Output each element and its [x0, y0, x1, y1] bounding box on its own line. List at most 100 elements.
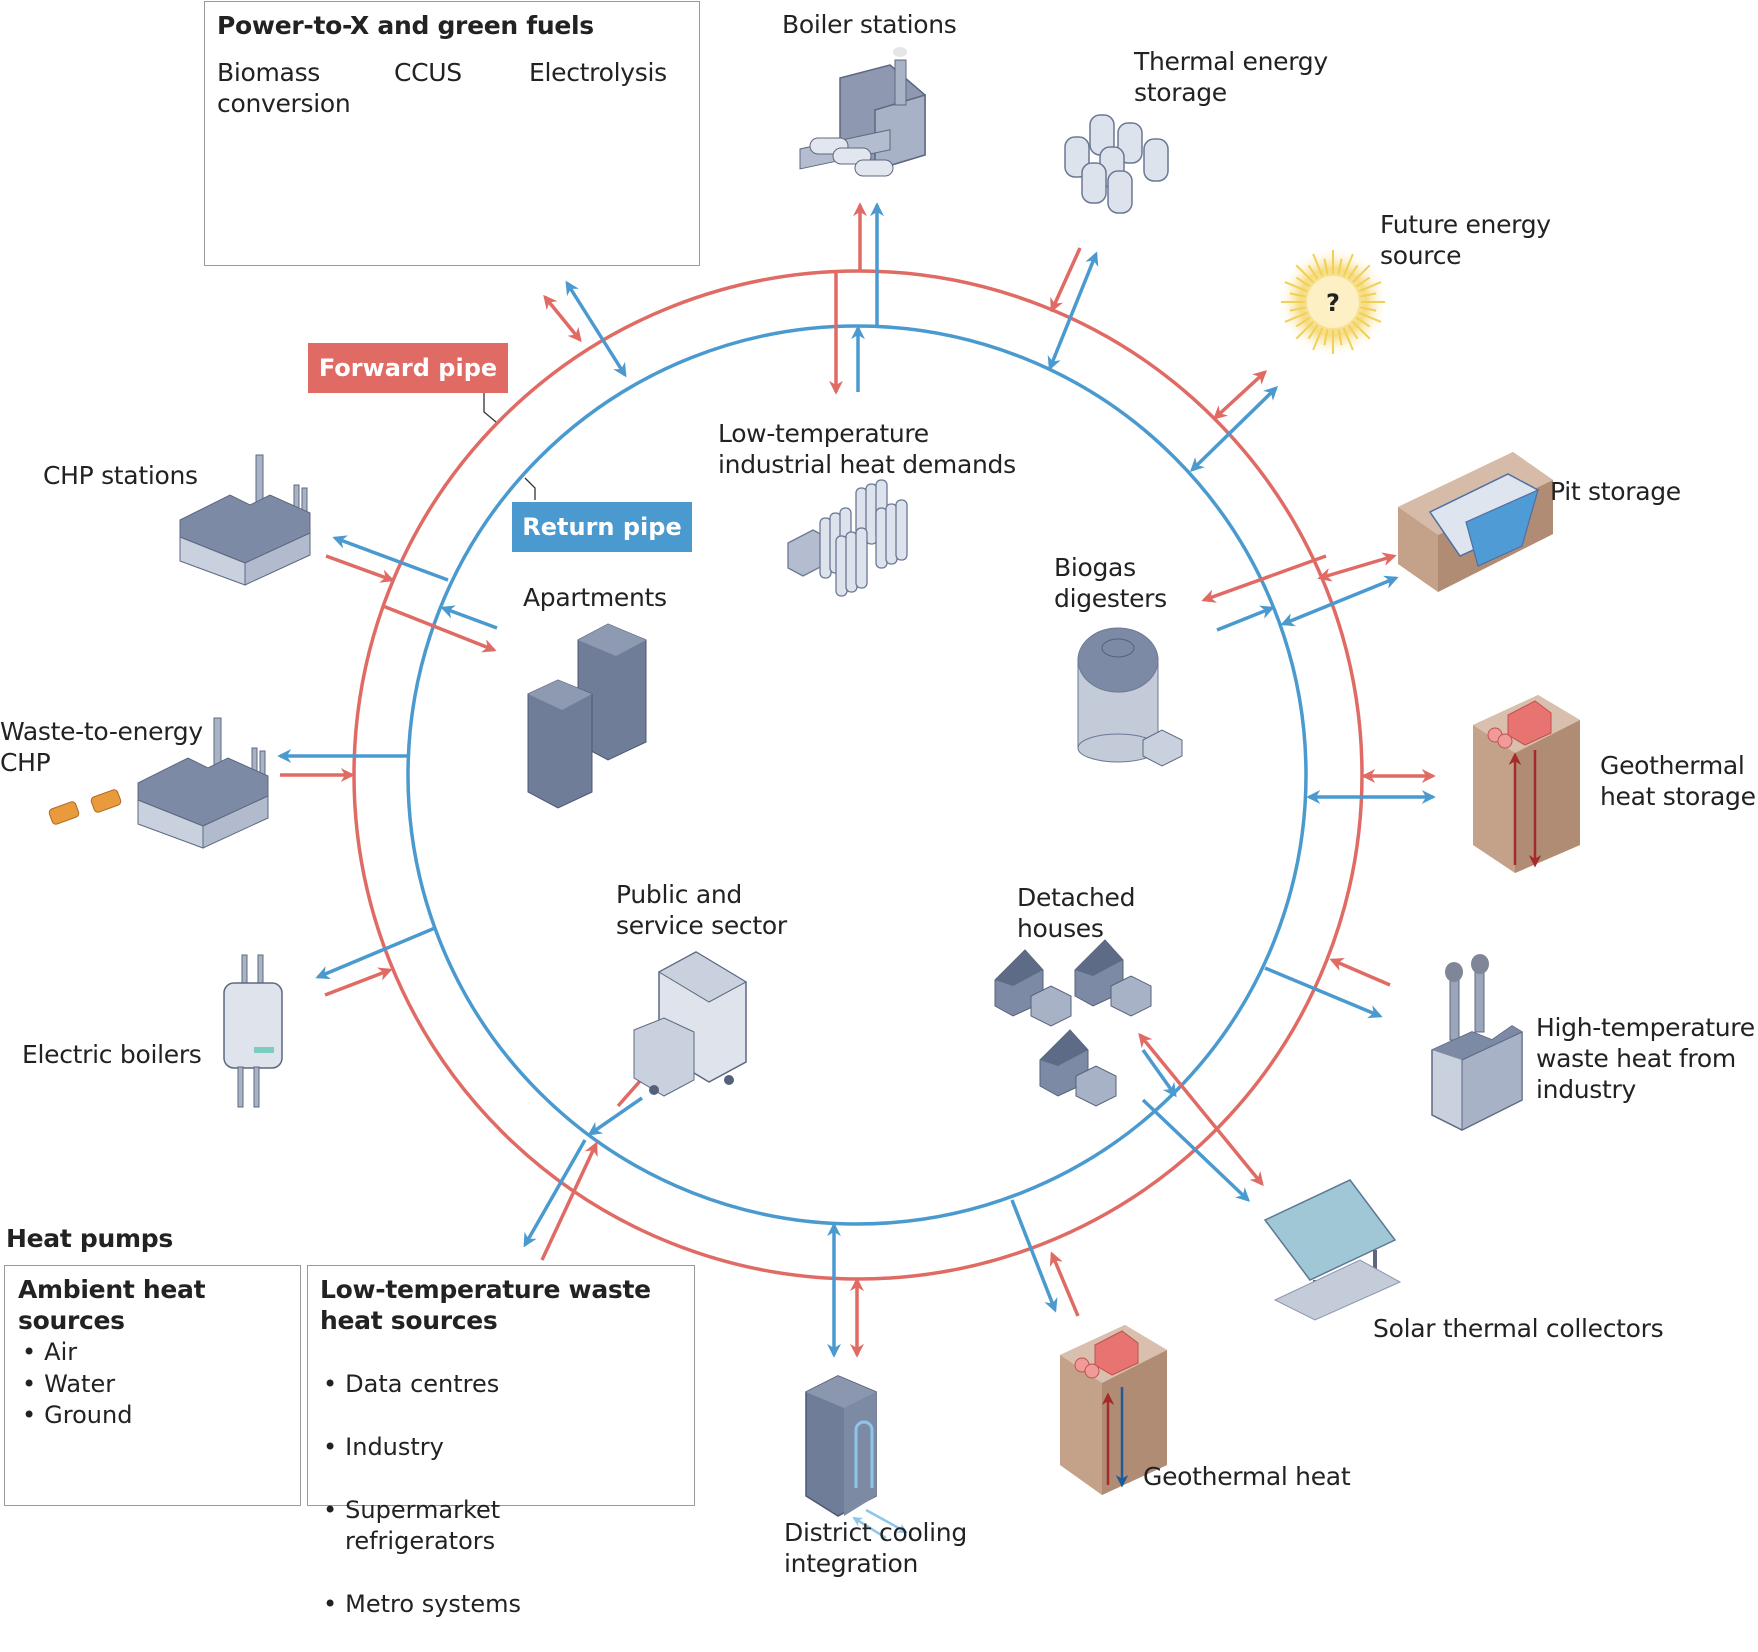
geothermal-well-icon [1060, 1325, 1167, 1495]
flow-arrow-tes-return [1047, 251, 1099, 371]
public-building-icon [633, 951, 748, 1097]
flow-arrow-electric-return [315, 926, 436, 980]
flow-arrow-biogas-return [1216, 605, 1275, 632]
sun-ray [1358, 311, 1382, 323]
sun-ray [1284, 311, 1308, 323]
flow-arrow-solar-return [1141, 1098, 1251, 1202]
sun-ray [1337, 258, 1343, 275]
flow-arrow-pit-return [1280, 575, 1399, 627]
flow-arrow-ptx-forward [543, 294, 582, 343]
label-boiler-stations: Boiler stations [782, 10, 957, 39]
future-source-glyph: ? [1326, 289, 1340, 317]
label-high-temp-waste-heat: High-temperature waste heat from industr… [1536, 1013, 1755, 1104]
boiler-station-icon [799, 47, 926, 177]
return-pipe-leader [524, 477, 536, 500]
forward-pipe-label: Forward pipe [308, 343, 508, 393]
list-item: Ground [22, 1400, 132, 1432]
house-icon [1039, 1029, 1117, 1107]
label-electric-boilers: Electric boilers [22, 1040, 202, 1069]
sun-ray [1312, 327, 1324, 351]
label-biogas-digesters: Biogas digesters [1054, 553, 1167, 613]
list-item: Metro systems [323, 1589, 521, 1621]
sun-ray [1312, 253, 1324, 277]
power-to-x-title: Power-to-X and green fuels [217, 11, 594, 40]
sun-ray [1337, 329, 1343, 346]
pit-storage-icon [1398, 452, 1553, 592]
flow-arrow-apartments-return [440, 605, 498, 630]
sun-ray [1360, 306, 1377, 312]
storage-tanks-icon [1064, 114, 1169, 214]
label-public-service-sector: Public and service sector [616, 880, 787, 940]
electric-boiler-icon [223, 954, 283, 1108]
label-apartments: Apartments [523, 583, 667, 612]
sun-ray [1360, 292, 1377, 298]
label-low-temp-industrial: Low-temperature industrial heat demands [718, 419, 1016, 479]
flow-arrow-pit-forward [1317, 552, 1397, 582]
sun-ray [1352, 264, 1371, 283]
cooling-tower-building-icon [805, 1375, 908, 1540]
flow-arrow-ht-waste-forward [1329, 958, 1391, 987]
house-icon [994, 949, 1072, 1027]
label-thermal-energy-storage: Thermal energy storage [1134, 47, 1328, 107]
flow-arrow-future-return [1189, 386, 1279, 472]
sun-ray [1307, 324, 1319, 340]
chp-plant-icon [179, 454, 311, 586]
forward-pipe-leader [483, 393, 497, 423]
label-detached-houses: Detached houses [1017, 883, 1136, 943]
flow-arrow-public-return [587, 1096, 643, 1136]
label-pit-storage: Pit storage [1550, 477, 1681, 506]
label-waste-to-energy-chp: Waste-to-energy CHP [0, 717, 203, 777]
sun-ray [1355, 316, 1371, 328]
flow-arrow-ptx-return [565, 280, 627, 378]
flow-arrow-hp-forward [540, 1141, 598, 1261]
sun-ray [1307, 264, 1319, 280]
heat-pumps-title: Heat pumps [6, 1224, 173, 1253]
apartment-blocks-icon [527, 623, 647, 809]
waste-heat-list: Data centres Industry Supermarket refrig… [323, 1337, 521, 1652]
sun-ray [1355, 276, 1371, 288]
power-to-x-panel [204, 1, 700, 266]
solar-collector-icon [1263, 1179, 1402, 1321]
waste-to-energy-plant-icon [137, 717, 269, 849]
label-district-cooling: District cooling integration [784, 1518, 967, 1578]
ptx-biomass-label: Biomass conversion [217, 58, 351, 118]
sun-ray [1347, 264, 1359, 280]
flow-arrow-houses-solar-forward [1138, 1032, 1264, 1187]
list-item: Supermarket refrigerators [323, 1495, 521, 1558]
sun-ray [1295, 321, 1314, 340]
factory-icon [1431, 954, 1523, 1131]
sun-ray [1289, 306, 1306, 312]
sun-ray [1347, 324, 1359, 340]
flow-arrow-hp-return [523, 1139, 587, 1248]
ptx-electrolysis-label: Electrolysis [529, 58, 667, 87]
list-item: Water [22, 1369, 132, 1401]
flow-arrow-houses-return [1141, 1048, 1177, 1098]
flow-arrow-biogas-forward [1201, 554, 1327, 603]
sun-ray [1295, 276, 1311, 288]
detached-houses-icon [994, 939, 1152, 1107]
sun-ray [1323, 258, 1329, 275]
house-icon [1074, 939, 1152, 1017]
flow-arrow-geo-heat-forward [1049, 1251, 1080, 1317]
ambient-heat-list: Air Water Ground [22, 1337, 132, 1432]
biogas-digester-icon [1077, 627, 1183, 767]
flow-arrow-ht-waste-return [1264, 966, 1383, 1019]
sun-ray [1284, 281, 1308, 293]
flow-arrow-chp-return [332, 535, 449, 582]
sun-ray [1342, 253, 1354, 277]
flow-arrows [277, 202, 1436, 1358]
sun-ray [1295, 264, 1314, 283]
label-chp-stations: CHP stations [43, 461, 198, 490]
flow-arrow-future-forward [1212, 370, 1268, 420]
sun-ray [1358, 281, 1382, 293]
flow-arrow-apartments-forward [382, 604, 497, 653]
flow-arrow-geo-heat-return [1010, 1199, 1058, 1313]
ptx-ccus-label: CCUS [394, 58, 462, 87]
label-solar-thermal-collectors: Solar thermal collectors [1373, 1314, 1664, 1343]
list-item: Air [22, 1337, 132, 1369]
sun-ray [1295, 316, 1311, 328]
sun-ray [1352, 321, 1371, 340]
waste-heat-title: Low-temperature waste heat sources [320, 1275, 651, 1335]
ambient-heat-title: Ambient heat sources [18, 1275, 206, 1335]
sun-ray [1342, 327, 1354, 351]
